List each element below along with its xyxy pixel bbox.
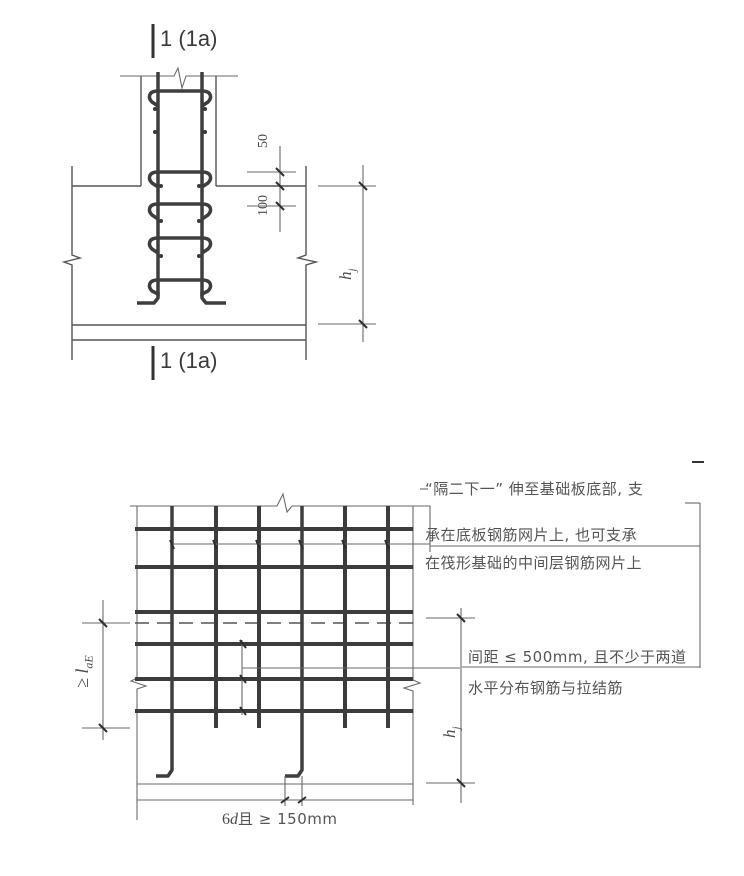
dim-bottom-rest: 且 ≥ 150mm [238, 810, 338, 828]
dim-bottom-6: 6 [222, 811, 230, 828]
note-top-line2: 承在底板钢筋网片上, 也可支承 [425, 526, 638, 544]
note-top-line1: “隔二下一” 伸至基础板底部, 支 [425, 480, 644, 498]
dim-bottom-label: 6d且 ≥ 150mm [222, 808, 337, 829]
dim-100-label: 100 [256, 195, 272, 216]
note-mid-line1: 间距 ≤ 500mm, 且不少于两道 [468, 648, 687, 666]
section-mark-bottom-label: 1 (1a) [160, 348, 218, 373]
dim-bottom-d: d [230, 811, 238, 828]
horizontal-bars [135, 527, 413, 713]
dim-laE-sub: aE [81, 655, 96, 669]
section-mark-top-label: 1 (1a) [160, 26, 218, 51]
top-section-figure [61, 24, 376, 380]
stirrups [147, 89, 213, 296]
dim-laE-main: ≥ l [72, 668, 92, 688]
vertical-bars [156, 506, 390, 778]
note-mid-line2: 水平分布钢筋与拉结筋 [468, 679, 624, 697]
dim-hj-sub: j [346, 268, 359, 272]
dim-hj-main: h [336, 271, 355, 281]
dim-laE-label: ≥ laE [72, 655, 97, 688]
bottom-elevation-figure [82, 461, 704, 820]
dim-hj-bottom-sub: j [450, 726, 463, 730]
dim-hj-bottom-label: hj [440, 726, 462, 738]
dim-100-text: 100 [256, 195, 271, 216]
dim-50-text: 50 [256, 134, 271, 148]
dim-50-label: 50 [256, 134, 272, 148]
dim-hj-bottom-main: h [440, 729, 459, 739]
dim-hj-top-label: hj [336, 268, 358, 280]
note-top-line3: 在筏形基础的中间层钢筋网片上 [425, 554, 643, 572]
